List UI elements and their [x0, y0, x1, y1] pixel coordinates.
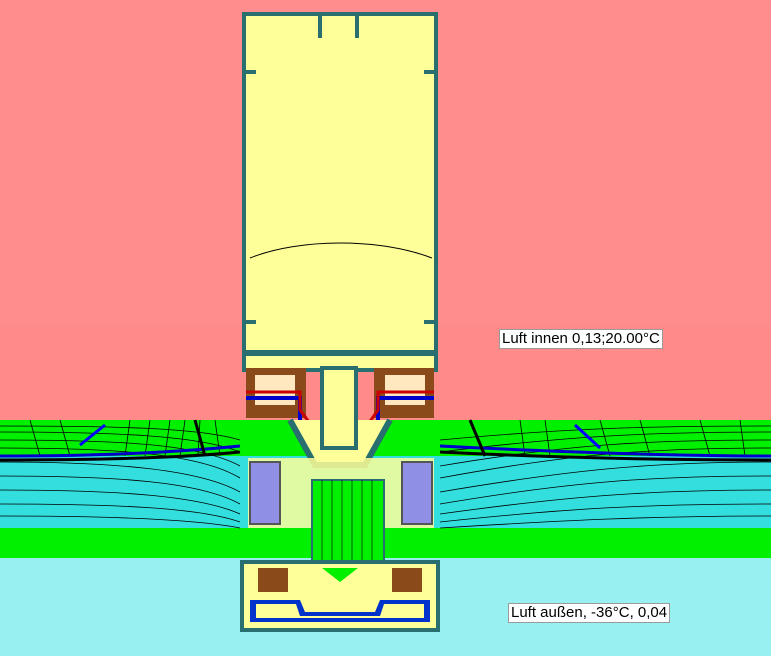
center-insulator: [311, 479, 385, 571]
blue-isotherm-tick-right: [573, 423, 602, 450]
mullion-inner-ribs: [246, 16, 434, 356]
black-isotherm-right: [439, 450, 771, 462]
black-isotherm-tick-right: [468, 419, 487, 457]
spacer-left: [249, 461, 281, 525]
blue-isotherm-tick-left: [79, 423, 106, 447]
outside-air-label: Luft außen, -36°C, 0,04: [508, 603, 671, 623]
spacer-right: [401, 461, 433, 525]
black-isotherm-left: [0, 450, 241, 462]
black-isotherm-tick-left: [193, 419, 207, 457]
blue-isotherm-left: [0, 444, 241, 458]
cap-center-notch: [322, 568, 358, 582]
isotherm-arc: [249, 242, 433, 259]
blue-isotherm-right: [439, 444, 771, 458]
gasket-assembly: [246, 366, 434, 468]
cap-seal-inner: [256, 604, 424, 618]
insulator-isotherms: [321, 480, 373, 570]
inside-air-label: Luft innen 0,13;20.00°C: [499, 329, 663, 349]
glass-pane-outer: [0, 528, 771, 558]
cap-gasket-left: [258, 568, 288, 592]
cap-gasket-right: [392, 568, 422, 592]
mullion-profile-chamber: [246, 16, 434, 368]
